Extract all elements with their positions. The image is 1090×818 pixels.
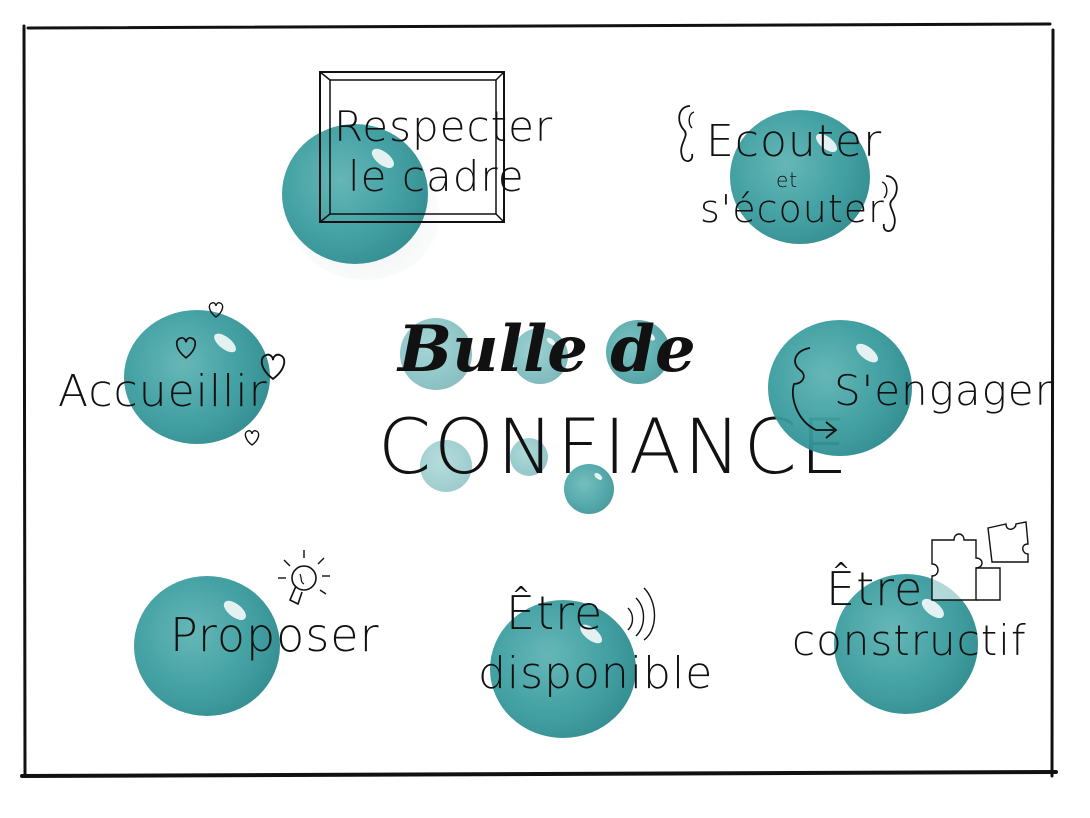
ecouter-line1: Ecouter: [706, 116, 883, 167]
bubble-disponible: [490, 600, 636, 738]
ecouter-line3: s'écouter: [700, 187, 885, 231]
title-bubble-1: [400, 318, 472, 390]
arrow-icon: [792, 347, 838, 439]
sengager-label: S'engager: [834, 366, 1053, 415]
heart-icon: [260, 353, 286, 381]
frame-icon: [319, 71, 505, 223]
bubble-ecouter: [730, 110, 870, 244]
heart-icon: [208, 302, 224, 318]
bubble-sengager: [768, 320, 912, 456]
constructif-line1: Être: [826, 562, 924, 616]
puzzle-icon: [931, 521, 1029, 601]
title-bubble-2: [512, 328, 568, 384]
respecter-line1: Respecter: [334, 102, 554, 151]
constructif-line2: constructif: [792, 616, 1027, 665]
disponible-line2: disponible: [478, 648, 714, 699]
title-bubble-6: [564, 464, 614, 514]
respecter-line2: le cadre: [348, 152, 525, 201]
heart-icon: [244, 430, 260, 446]
ear-icon: [881, 175, 898, 232]
accueillir-label: Accueillir: [58, 366, 268, 417]
title-line1: Bulle de: [398, 312, 696, 387]
sound-waves-icon: [627, 587, 656, 641]
title-line2: CONFIANCE: [378, 402, 851, 491]
ecouter-line2: et: [776, 168, 799, 192]
title-bubble-4: [420, 440, 472, 492]
bubble-proposer: [134, 576, 280, 716]
proposer-label: Proposer: [170, 608, 380, 662]
lightbulb-icon: [278, 550, 330, 606]
title-bubble-3: [606, 320, 670, 384]
title-bubble-5: [510, 438, 548, 476]
bubble-respecter: [282, 124, 428, 264]
bubble-accueillir: [124, 310, 270, 444]
ear-icon: [678, 105, 695, 162]
heart-icon: [175, 337, 197, 359]
disponible-line1: Être: [506, 586, 604, 640]
